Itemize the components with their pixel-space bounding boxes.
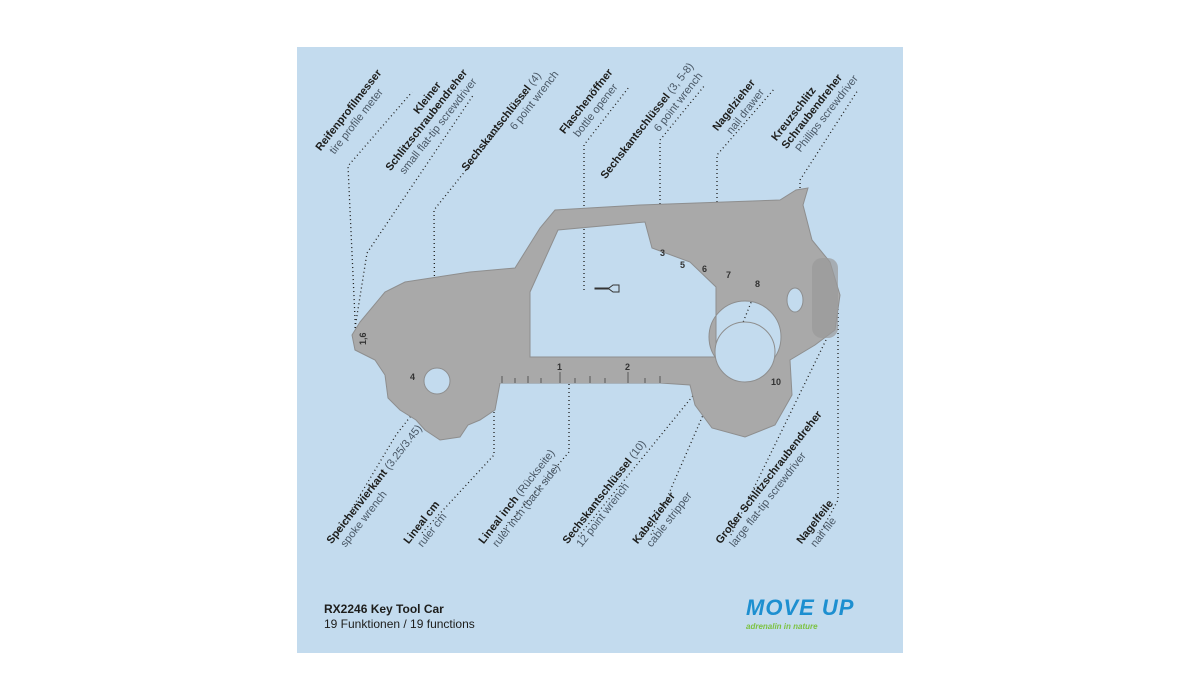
gear-wrench-10 (714, 321, 776, 383)
marking-tire: 1,6 (358, 332, 368, 345)
leader-nagelfeile (817, 305, 839, 538)
product-subtitle: 19 Funktionen / 19 functions (324, 617, 475, 631)
marking-4: 4 (410, 372, 415, 382)
moveup-logo: MOVE UP adrenalin in nature (740, 596, 890, 636)
marking-5: 5 (680, 260, 685, 270)
marking-6: 6 (702, 264, 707, 274)
logo-tagline: adrenalin in nature (746, 622, 818, 631)
leader-gross (729, 339, 827, 538)
marking-7: 7 (726, 270, 731, 280)
leader-kreuzschlitz (799, 89, 859, 200)
leader-sechskant358 (659, 84, 706, 240)
product-title-block: RX2246 Key Tool Car 19 Funktionen / 19 f… (324, 602, 475, 632)
marking-8: 8 (755, 279, 760, 289)
ruler-ticks (501, 372, 661, 383)
leader-lineal-inch (496, 380, 570, 538)
car-body (351, 187, 841, 441)
nail-file-texture (812, 258, 838, 338)
ruler-1: 1 (557, 362, 562, 372)
car-key-tool: 1,6 4 3 5 6 7 8 10 1 2 (351, 187, 841, 441)
leader-kabel (649, 279, 761, 538)
spoke-wrench-hole (423, 367, 451, 395)
ruler-strip (498, 370, 668, 383)
product-title: RX2246 Key Tool Car (324, 602, 444, 616)
leader-flaschen (583, 86, 630, 290)
ruler-2: 2 (625, 362, 630, 372)
marking-3: 3 (660, 248, 665, 258)
bottle-icon (594, 284, 620, 293)
logo-text: MOVE UP (746, 595, 855, 620)
marking-10: 10 (771, 377, 781, 387)
